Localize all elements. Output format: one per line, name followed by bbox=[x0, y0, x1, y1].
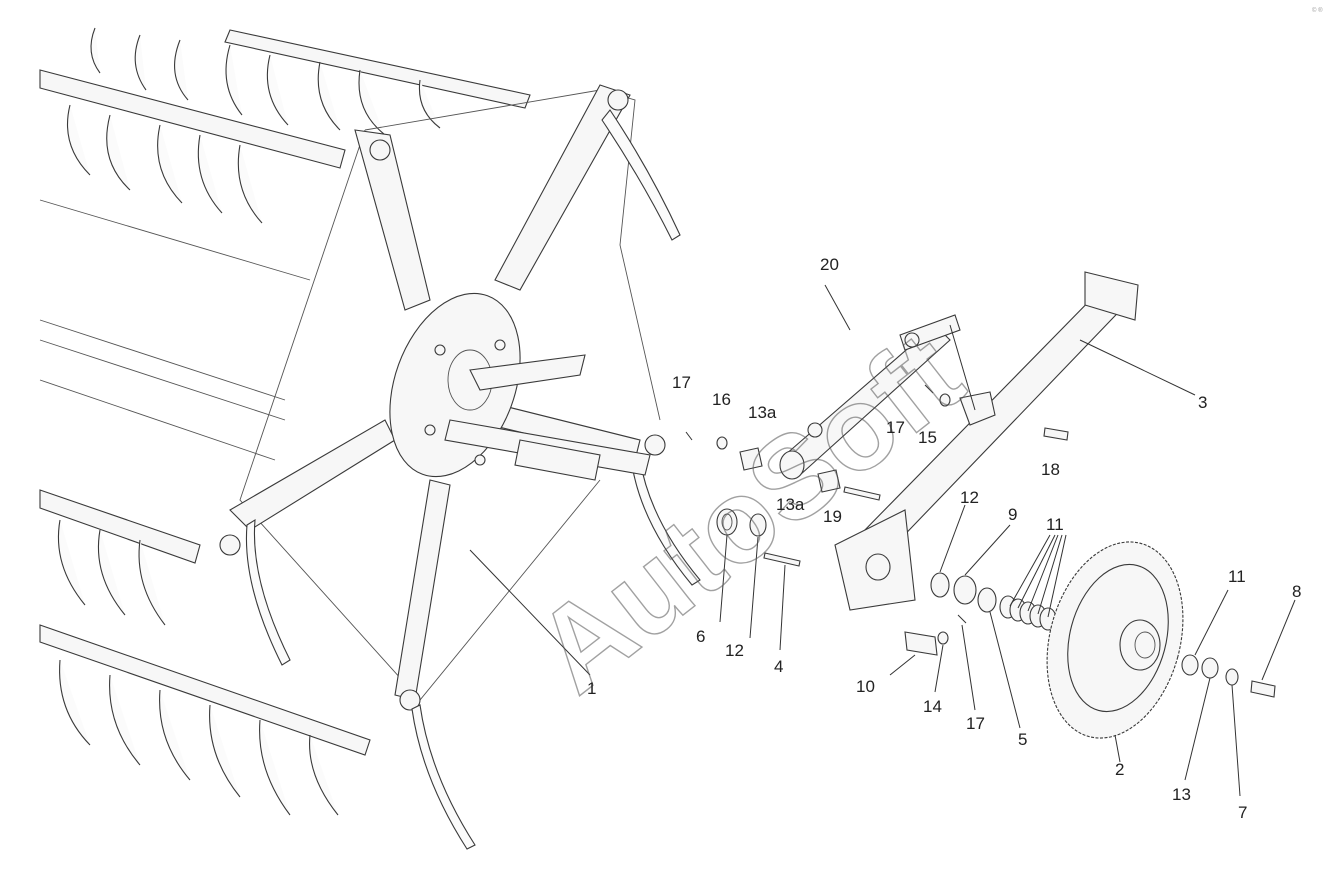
callout-20: 20 bbox=[820, 255, 839, 274]
corner-mark: © ® bbox=[1312, 7, 1323, 14]
callout-3: 3 bbox=[1198, 393, 1207, 412]
drive-sprocket bbox=[1046, 541, 1184, 739]
reel-tine-bars bbox=[39, 27, 531, 816]
callout-13: 13 bbox=[1172, 785, 1191, 804]
callout-18: 18 bbox=[1041, 460, 1060, 479]
callout-14: 14 bbox=[923, 697, 942, 716]
small-parts bbox=[685, 384, 1276, 698]
callout-17a: 17 bbox=[672, 373, 691, 392]
hydraulic-cylinder bbox=[779, 314, 961, 480]
callout-19: 19 bbox=[823, 507, 842, 526]
callout-15: 15 bbox=[918, 428, 937, 447]
callout-16: 16 bbox=[712, 390, 731, 409]
callout-labels: 1 2 3 4 5 6 7 8 9 10 11 11 12 12 13 13a … bbox=[587, 255, 1301, 822]
callout-2: 2 bbox=[1115, 760, 1124, 779]
callout-11a: 11 bbox=[1046, 515, 1064, 534]
reel-spider bbox=[219, 84, 701, 850]
callout-6: 6 bbox=[696, 627, 705, 646]
callout-12a: 12 bbox=[725, 641, 744, 660]
leader-lines bbox=[469, 284, 1296, 797]
callout-13a-top: 13a bbox=[748, 403, 777, 422]
callout-11b: 11 bbox=[1228, 567, 1246, 586]
callout-8: 8 bbox=[1292, 582, 1301, 601]
reel-support-beam bbox=[834, 271, 1139, 611]
callout-17c: 17 bbox=[966, 714, 985, 733]
callout-5: 5 bbox=[1018, 730, 1027, 749]
callout-4: 4 bbox=[774, 657, 783, 676]
callout-13a-bottom: 13a bbox=[776, 495, 805, 514]
callout-9: 9 bbox=[1008, 505, 1017, 524]
callout-17b: 17 bbox=[886, 418, 905, 437]
callout-7: 7 bbox=[1238, 803, 1247, 822]
callout-10: 10 bbox=[856, 677, 875, 696]
callout-1: 1 bbox=[587, 679, 596, 698]
callout-12b: 12 bbox=[960, 488, 979, 507]
